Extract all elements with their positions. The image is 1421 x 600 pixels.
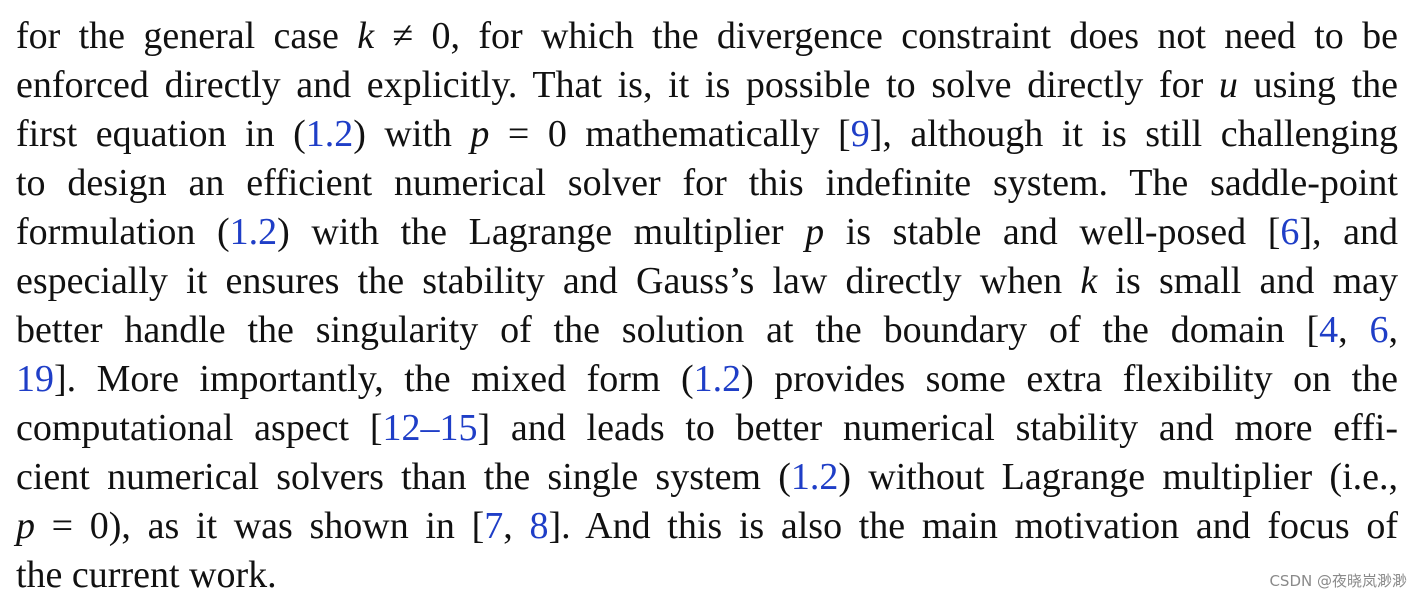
citation-link[interactable]: 19	[16, 358, 54, 400]
text-segment: is small and may	[1097, 260, 1398, 302]
citation-link[interactable]: 8	[529, 505, 549, 547]
text-segment: enforced directly and explicitly. That i…	[16, 64, 1219, 106]
text-line: cient numerical solvers than the single …	[16, 453, 1398, 502]
math-variable: p	[16, 505, 35, 547]
citation-link[interactable]: 12–15	[382, 407, 478, 449]
math-variable: u	[1218, 64, 1238, 106]
citation-link[interactable]: 1.2	[305, 113, 354, 155]
text-segment: ]. And this is also the main motivation …	[548, 505, 1398, 547]
watermark: CSDN @夜晓岚渺渺	[1269, 572, 1407, 590]
text-segment: ], although it is still challenging	[869, 113, 1398, 155]
text-segment: formulation (	[16, 211, 230, 253]
math-variable: p	[805, 211, 825, 253]
text-segment: computational aspect [	[16, 407, 383, 449]
text-segment: for the general case	[16, 15, 358, 57]
text-segment: ,	[1388, 309, 1399, 351]
text-segment: ) provides some extra flexibility on the	[741, 358, 1399, 400]
text-segment: = 0 mathematically [	[489, 113, 851, 155]
text-segment: to design an efficient numerical solver …	[16, 162, 1398, 204]
citation-link[interactable]: 7	[484, 505, 504, 547]
text-segment: using the	[1237, 64, 1398, 106]
text-line: first equation in (1.2) with p = 0 mathe…	[16, 110, 1398, 159]
citation-link[interactable]: 1.2	[790, 456, 839, 498]
text-segment: the current work.	[16, 554, 277, 596]
text-segment: is stable and well-posed [	[824, 211, 1281, 253]
math-variable: k	[1080, 260, 1098, 302]
citation-link[interactable]: 4	[1319, 309, 1339, 351]
text-line: the current work.	[16, 551, 1398, 600]
text-segment: ] and leads to better numerical stabilit…	[477, 407, 1399, 449]
text-segment: ≠ 0, for which the divergence constraint…	[374, 15, 1398, 57]
citation-link[interactable]: 1.2	[229, 211, 278, 253]
text-segment: especially it ensures the stability and …	[16, 260, 1081, 302]
citation-link[interactable]: 1.2	[693, 358, 742, 400]
text-line: better handle the singularity of the sol…	[16, 306, 1398, 355]
text-segment: ]. More importantly, the mixed form (	[54, 358, 694, 400]
text-line: to design an efficient numerical solver …	[16, 159, 1398, 208]
text-segment: better handle the singularity of the sol…	[16, 309, 1320, 351]
text-line: for the general case k ≠ 0, for which th…	[16, 12, 1398, 61]
math-variable: k	[357, 15, 375, 57]
text-line: enforced directly and explicitly. That i…	[16, 61, 1398, 110]
text-segment: ) with the Lagrange multiplier	[277, 211, 806, 253]
citation-link[interactable]: 9	[850, 113, 870, 155]
citation-link[interactable]: 6	[1369, 309, 1389, 351]
text-segment: ], and	[1299, 211, 1399, 253]
text-segment: ,	[503, 505, 530, 547]
text-segment: = 0), as it was shown in [	[35, 505, 485, 547]
text-segment: ,	[1338, 309, 1370, 351]
math-variable: p	[470, 113, 490, 155]
text-line: 19]. More importantly, the mixed form (1…	[16, 355, 1398, 404]
text-segment: ) without Lagrange multiplier (i.e.,	[838, 456, 1398, 498]
text-line: formulation (1.2) with the Lagrange mult…	[16, 208, 1398, 257]
text-segment: cient numerical solvers than the single …	[16, 456, 791, 498]
text-segment: first equation in (	[16, 113, 306, 155]
body-paragraph: for the general case k ≠ 0, for which th…	[16, 12, 1398, 600]
text-segment: ) with	[353, 113, 471, 155]
text-line: especially it ensures the stability and …	[16, 257, 1398, 306]
citation-link[interactable]: 6	[1280, 211, 1300, 253]
text-line: p = 0), as it was shown in [7, 8]. And t…	[16, 502, 1398, 551]
text-line: computational aspect [12–15] and leads t…	[16, 404, 1398, 453]
